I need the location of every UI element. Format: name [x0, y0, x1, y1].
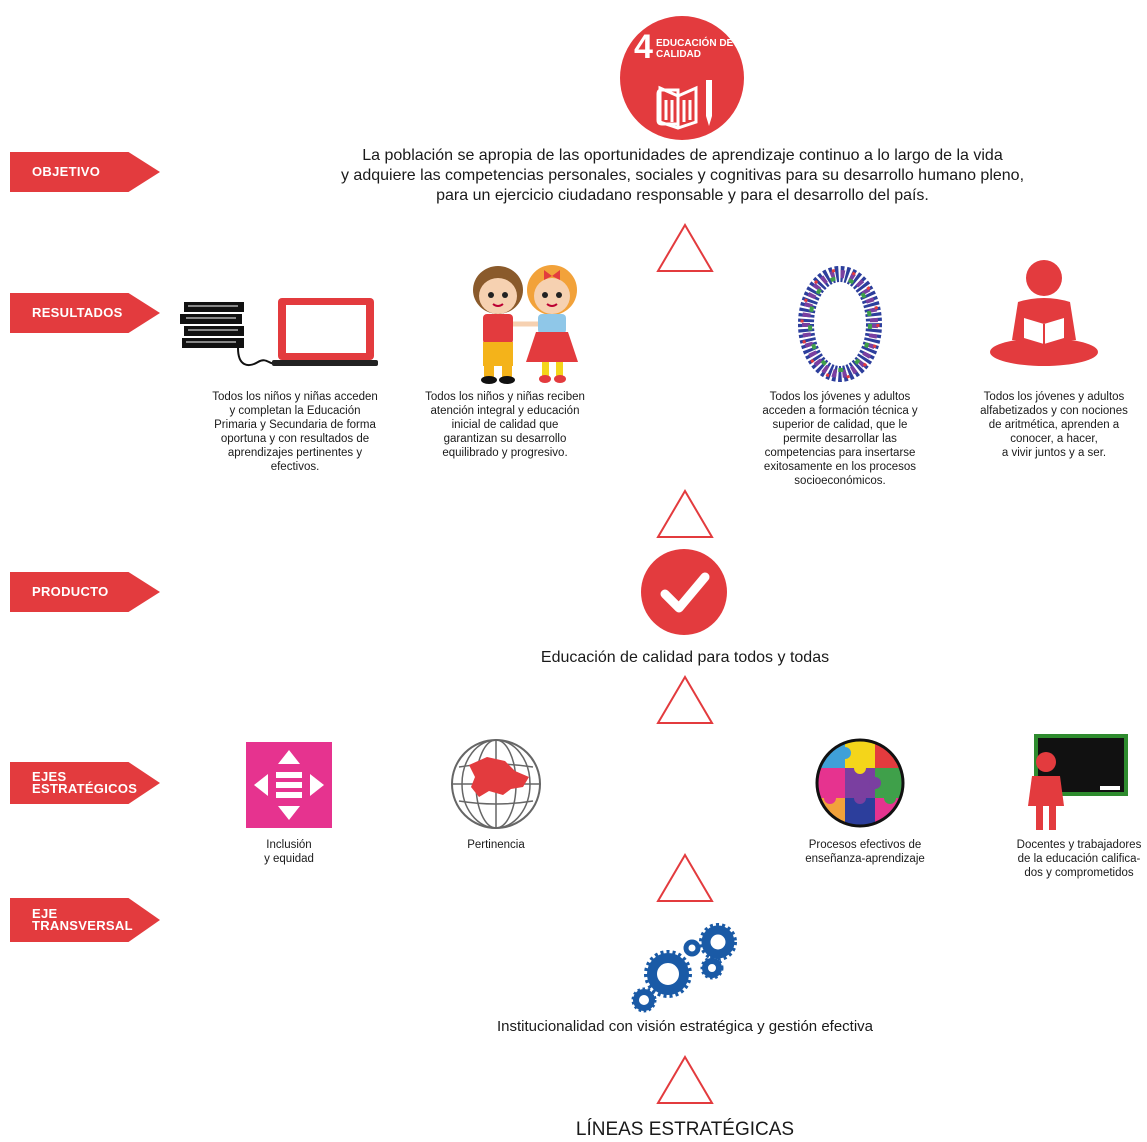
axis-1-line: Inclusión	[266, 839, 312, 851]
result-2-line: atención integral y educación	[430, 405, 580, 417]
axis-1-line: y equidad	[264, 853, 314, 865]
sdg4-book-icon	[620, 16, 744, 140]
result-2-line: Todos los niños y niñas reciben	[425, 391, 585, 403]
tag-eje-t-line1: EJE	[32, 906, 58, 921]
triangle-arrow-icon	[656, 223, 714, 272]
objective-line1: La población se apropia de las oportunid…	[362, 147, 1003, 164]
sdg-title-line2: CALIDAD	[656, 49, 701, 60]
triangle-arrow-icon	[656, 675, 714, 724]
sdg4-logo: 4 EDUCACIÓN DE CALIDAD	[620, 16, 744, 140]
result-1-line: Todos los niños y niñas acceden	[212, 391, 378, 403]
result-3-line: acceden a formación técnica y	[762, 405, 918, 417]
axis-2-text: Pertinencia	[436, 838, 556, 852]
transversal-label: Institucionalidad con visión estratégica…	[496, 1018, 874, 1035]
axis-4-line: de la educación califica-	[1017, 853, 1141, 865]
axis-2-line: Pertinencia	[467, 839, 525, 851]
result-3-line: permite desarrollar las	[783, 433, 897, 445]
triangle-arrow-icon	[656, 489, 714, 538]
objective-text: La población se apropia de las oportunid…	[240, 146, 1125, 206]
result-3-line: exitosamente en los procesos	[763, 461, 917, 473]
axis-3-line: enseñanza-aprendizaje	[805, 853, 925, 865]
tag-producto: PRODUCTO	[10, 572, 160, 612]
tag-eje-t-line2: TRANSVERSAL	[32, 918, 133, 933]
tag-objetivo: OBJETIVO	[10, 152, 160, 192]
axis-4-text: Docentes y trabajadores de la educación …	[1004, 838, 1147, 880]
axis-4-line: dos y comprometidos	[1024, 867, 1134, 879]
result-1-line: y completan la Educación	[229, 405, 361, 417]
puzzle-icon	[815, 738, 905, 828]
result-4-line: Todos los jóvenes y adultos	[983, 391, 1125, 403]
result-1-line: aprendizajes pertinentes y	[227, 447, 363, 459]
result-2-line: equilibrado y progresivo.	[442, 447, 568, 459]
sdg-number: 4	[634, 28, 653, 66]
books-laptop-icon	[180, 298, 378, 366]
axis-3-line: Procesos efectivos de	[808, 839, 922, 851]
result-1-line: efectivos.	[270, 461, 320, 473]
result-3-line: superior de calidad, que le	[772, 419, 908, 431]
checkmark-icon	[641, 549, 727, 635]
product-label: Educación de calidad para todos y todas	[540, 649, 830, 666]
tag-resultados: RESULTADOS	[10, 293, 160, 333]
result-3-line: socioeconómicos.	[794, 475, 886, 487]
tag-producto-label: PRODUCTO	[32, 584, 109, 599]
triangle-arrow-icon	[656, 1055, 714, 1104]
globe-map-icon	[451, 739, 541, 829]
axis-4-line: Docentes y trabajadores	[1016, 839, 1142, 851]
footer-label: LÍNEAS ESTRATÉGICAS	[575, 1119, 795, 1140]
tag-resultados-label: RESULTADOS	[32, 305, 123, 320]
sdg-title-line1: EDUCACIÓN DE	[656, 38, 734, 49]
inclusion-arrows-icon	[246, 742, 332, 828]
result-4-line: alfabetizados y con nociones	[980, 405, 1128, 417]
result-3-line: Todos los jóvenes y adultos	[769, 391, 911, 403]
objective-line2: y adquiere las competencias personales, …	[340, 167, 1025, 184]
result-1-line: Primaria y Secundaria de forma	[214, 419, 376, 431]
result-2-line: garantizan su desarrollo	[443, 433, 567, 445]
result-4-line: de aritmética, aprenden a	[988, 419, 1120, 431]
reading-person-icon	[990, 260, 1098, 366]
result-3-text: Todos los jóvenes y adultos acceden a fo…	[752, 390, 928, 488]
result-4-line: conocer, a hacer,	[1010, 433, 1098, 445]
result-4-line: a vivir juntos y a ser.	[1001, 447, 1107, 459]
gears-icon	[631, 923, 737, 1013]
axis-3-text: Procesos efectivos de enseñanza-aprendiz…	[790, 838, 940, 866]
objective-line3: para un ejercicio ciudadano responsable …	[436, 187, 929, 204]
axis-1-text: Inclusión y equidad	[230, 838, 348, 866]
tag-ejes-line1: EJES	[32, 769, 67, 784]
tag-ejes-line2: ESTRATÉGICOS	[32, 781, 138, 796]
triangle-arrow-icon	[656, 853, 714, 902]
teacher-chalkboard-icon	[1028, 734, 1128, 830]
result-1-text: Todos los niños y niñas acceden y comple…	[210, 390, 380, 474]
result-2-line: inicial de calidad que	[451, 419, 559, 431]
book-ring-icon	[798, 266, 882, 382]
result-4-text: Todos los jóvenes y adultos alfabetizado…	[974, 390, 1134, 460]
result-2-text: Todos los niños y niñas reciben atención…	[420, 390, 590, 460]
children-icon	[473, 265, 578, 384]
result-3-line: competencias para insertarse	[764, 447, 916, 459]
tag-objetivo-label: OBJETIVO	[32, 164, 101, 179]
result-1-line: oportuna y con resultados de	[220, 433, 370, 445]
